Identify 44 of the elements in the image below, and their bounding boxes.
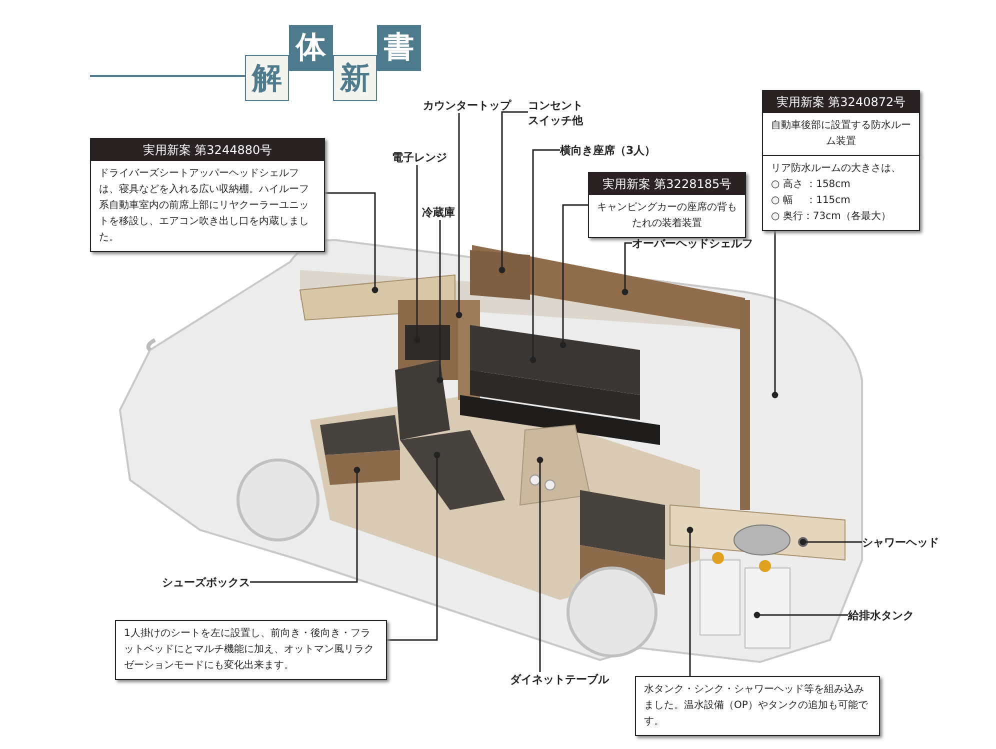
leader-line: [686, 526, 694, 676]
callout-text: 自動車後部に設置する防水ルーム装置: [770, 118, 912, 149]
part-label: カウンタートップ: [423, 98, 511, 113]
part-label: ダイネットテーブル: [510, 672, 609, 687]
part-label: コンセントスイッチ他: [528, 98, 588, 128]
callout-text: 水タンク・シンク・シャワーヘッド等を組み込みました。温水設備（OP）やタンクの追加も可能です。: [643, 682, 869, 729]
part-label: シューズボックス: [162, 575, 250, 590]
leader-line: [560, 204, 588, 348]
leader-line: [414, 165, 420, 344]
callout-box: [762, 155, 920, 231]
callout-box: [635, 676, 880, 736]
patent-heading: 実用新案 第3244880号: [91, 139, 324, 161]
title-heading: 解体新書: [245, 25, 421, 101]
callout-text: キャンピングカーの座席の背もたれの装着装置: [596, 200, 738, 231]
spec-line: ○ 幅 ：115cm: [770, 194, 852, 208]
part-label: 電子レンジ: [392, 150, 447, 165]
spec-line: ○ 奥行：73cm（各最大）: [770, 210, 892, 224]
spec-line: リア防水ルームの大きさは、: [770, 162, 902, 176]
leader-line: [250, 466, 360, 583]
part-label: シャワーヘッド: [862, 535, 939, 550]
callout-text: ドライバーズシートアッパーヘッドシェルフは、寝具などを入れる広い収納棚。ハイルーフ系自動車室内の前席上部にリヤクーラーユニットを移設し、エアコン吹き出し口を内蔵しました。: [98, 167, 310, 245]
leader-line: [754, 612, 848, 618]
leader-line: [436, 220, 444, 384]
patent-heading: 実用新案 第3240872号: [763, 91, 919, 113]
callout-box: [588, 172, 746, 238]
leader-line: [622, 242, 632, 296]
leader-line: [800, 538, 862, 546]
patent-heading: 実用新案 第3228185号: [589, 173, 745, 195]
leader-line: [325, 192, 378, 294]
part-label: 冷蔵庫: [422, 205, 455, 220]
part-label: 給排水タンク: [848, 608, 914, 623]
leader-line: [498, 111, 528, 274]
leader-line: [387, 452, 440, 641]
spec-line: ○ 高さ ：158cm: [770, 178, 852, 192]
part-label: 横向き座席（3人）: [560, 143, 656, 158]
part-label: オーバーヘッドシェルフ: [632, 236, 753, 251]
leader-line: [772, 231, 778, 398]
callout-box: [762, 90, 920, 156]
callout-box: [90, 138, 325, 252]
leader-line: [536, 456, 544, 672]
callout-box: [115, 620, 387, 680]
leader-line: [530, 149, 560, 364]
callout-text: 1人掛けのシートを左に設置し、前向き・後向き・フラットベッドにとマルチ機能に加え、オットマン風リラクゼーションモードにも変化出来ます。: [123, 626, 375, 673]
leader-line: [456, 113, 462, 318]
